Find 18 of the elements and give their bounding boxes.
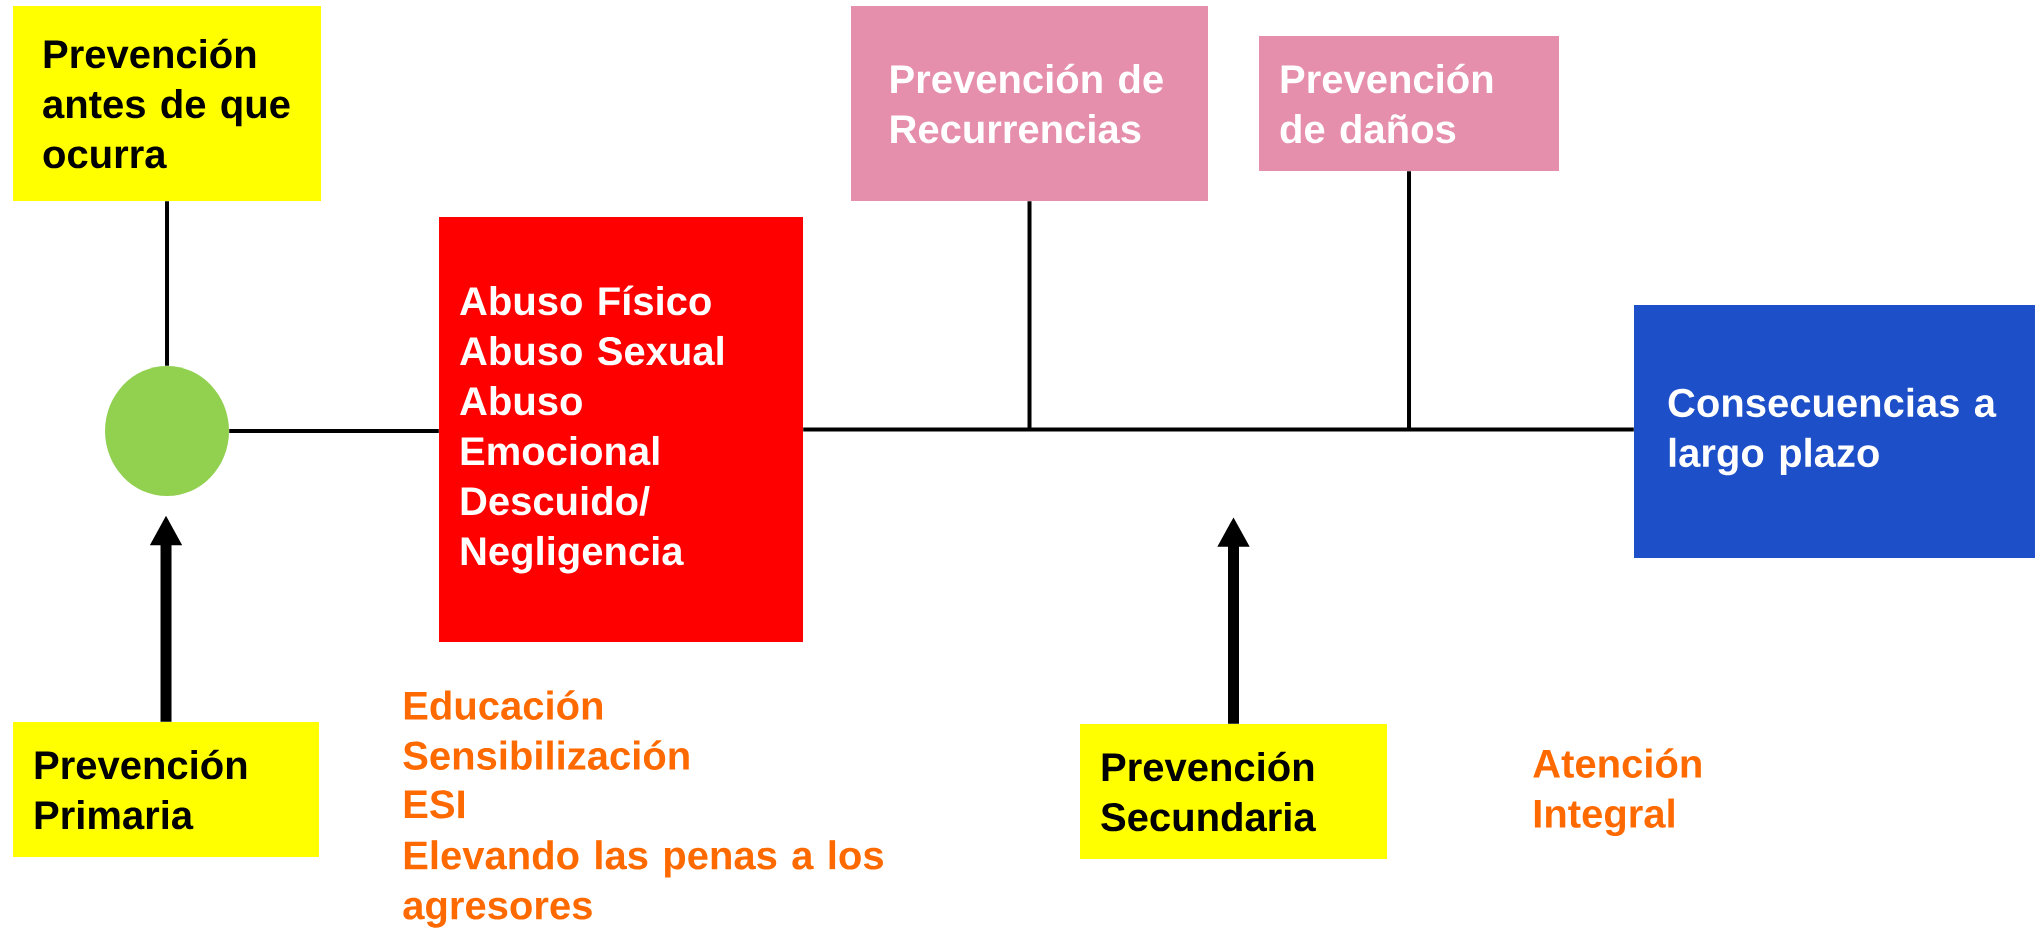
- circle-node: [105, 366, 229, 496]
- prevention-box: Prevención de Recurrencias: [851, 6, 1208, 201]
- label-text: Educación: [404, 690, 602, 720]
- label-text: Sensibilización: [403, 740, 689, 770]
- connector-line: [229, 429, 439, 433]
- prevention-box: Prevención de daños: [1259, 36, 1559, 171]
- label-text: ESI: [404, 790, 464, 819]
- connector-line: [165, 201, 169, 366]
- connector-line: [1027, 201, 1032, 430]
- label-text: Elevando las penas a los agresores: [403, 840, 883, 928]
- connector-line: [803, 427, 1634, 432]
- prevention-box: Prevención Primaria: [13, 722, 319, 857]
- label-text: Atención Integral: [1533, 748, 1701, 836]
- prevention-box: Prevención antes de que ocurra: [13, 6, 321, 201]
- prevention-box: Prevención Secundaria: [1080, 724, 1387, 859]
- consequences-box: Consecuencias a largo plazo: [1634, 305, 2035, 558]
- abuse-box: Abuso Físico Abuso Sexual Abuso Emocional Descuido/ Negligencia: [439, 217, 803, 642]
- connector-line: [1407, 171, 1411, 430]
